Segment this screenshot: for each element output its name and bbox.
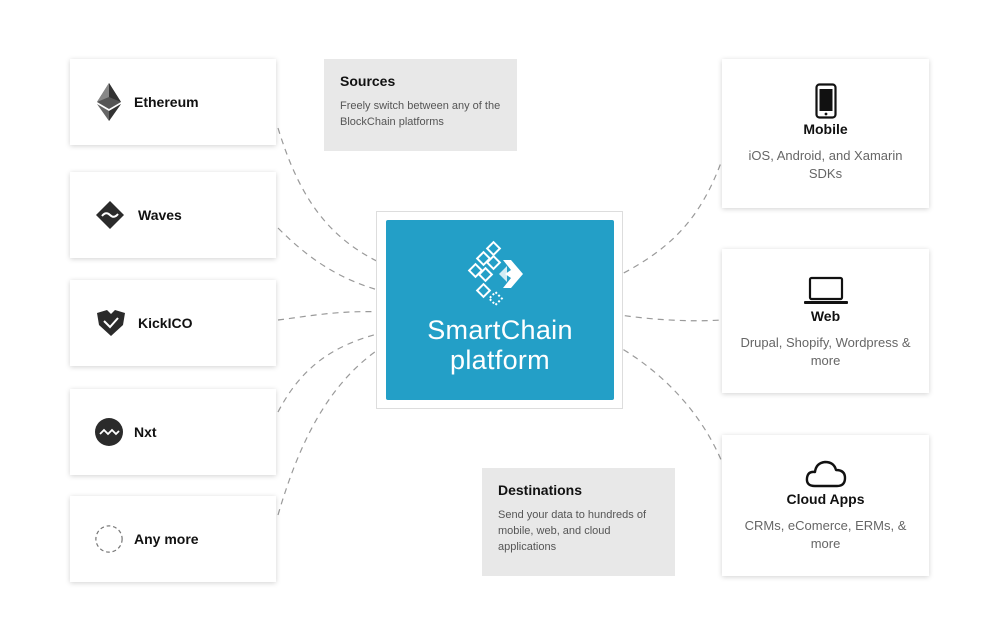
source-label: Ethereum [134, 94, 199, 110]
connector-cloud [613, 343, 723, 463]
smartchain-platform-box: SmartChain platform [386, 220, 614, 400]
dashed-circle-icon [94, 519, 124, 559]
destination-card-web: Web Drupal, Shopify, Wordpress & more [722, 249, 929, 393]
connector-nxt [277, 331, 386, 413]
destination-label: Mobile [803, 121, 848, 137]
connector-waves [277, 227, 386, 293]
connector-ethereum [277, 127, 386, 266]
waves-icon [94, 195, 126, 235]
source-label: Waves [138, 207, 182, 223]
source-card-nxt: Nxt [70, 389, 276, 475]
mobile-phone-icon [722, 83, 929, 119]
laptop-icon [722, 276, 929, 306]
source-label: KickICO [138, 315, 193, 331]
destinations-title: Destinations [498, 482, 583, 498]
destination-label: Cloud Apps [786, 491, 865, 507]
connector-web [613, 313, 723, 322]
source-card-ethereum: Ethereum [70, 59, 276, 145]
smartchain-logo-icon [386, 240, 614, 315]
connector-anymore [277, 344, 386, 516]
platform-name-line1: SmartChain [427, 315, 573, 345]
connector-mobile [613, 159, 723, 279]
ethereum-icon [94, 82, 124, 122]
sources-note: Sources Freely switch between any of the… [324, 59, 517, 151]
connector-kickico [277, 311, 386, 321]
destinations-note: Destinations Send your data to hundreds … [482, 468, 675, 576]
destinations-description: Send your data to hundreds of mobile, we… [498, 509, 646, 553]
destination-card-cloud-apps: Cloud Apps CRMs, eComerce, ERMs, & more [722, 435, 929, 576]
platform-name-line2: platform [450, 345, 550, 375]
platform-frame: SmartChain platform [376, 211, 623, 409]
source-card-kickico: KickICO [70, 280, 276, 366]
sources-description: Freely switch between any of the BlockCh… [340, 100, 501, 128]
kickico-icon [94, 303, 128, 343]
source-card-waves: Waves [70, 172, 276, 258]
destination-label: Web [810, 308, 841, 324]
destination-card-mobile: Mobile iOS, Android, and Xamarin SDKs [722, 59, 929, 208]
destination-description: CRMs, eComerce, ERMs, & more [744, 518, 907, 551]
nxt-icon [94, 412, 124, 452]
destination-description: Drupal, Shopify, Wordpress & more [740, 335, 911, 368]
source-label: Any more [134, 531, 199, 547]
cloud-icon [722, 459, 929, 489]
source-card-any-more: Any more [70, 496, 276, 582]
source-label: Nxt [134, 424, 157, 440]
sources-title: Sources [340, 73, 396, 89]
destination-description: iOS, Android, and Xamarin SDKs [748, 148, 903, 181]
